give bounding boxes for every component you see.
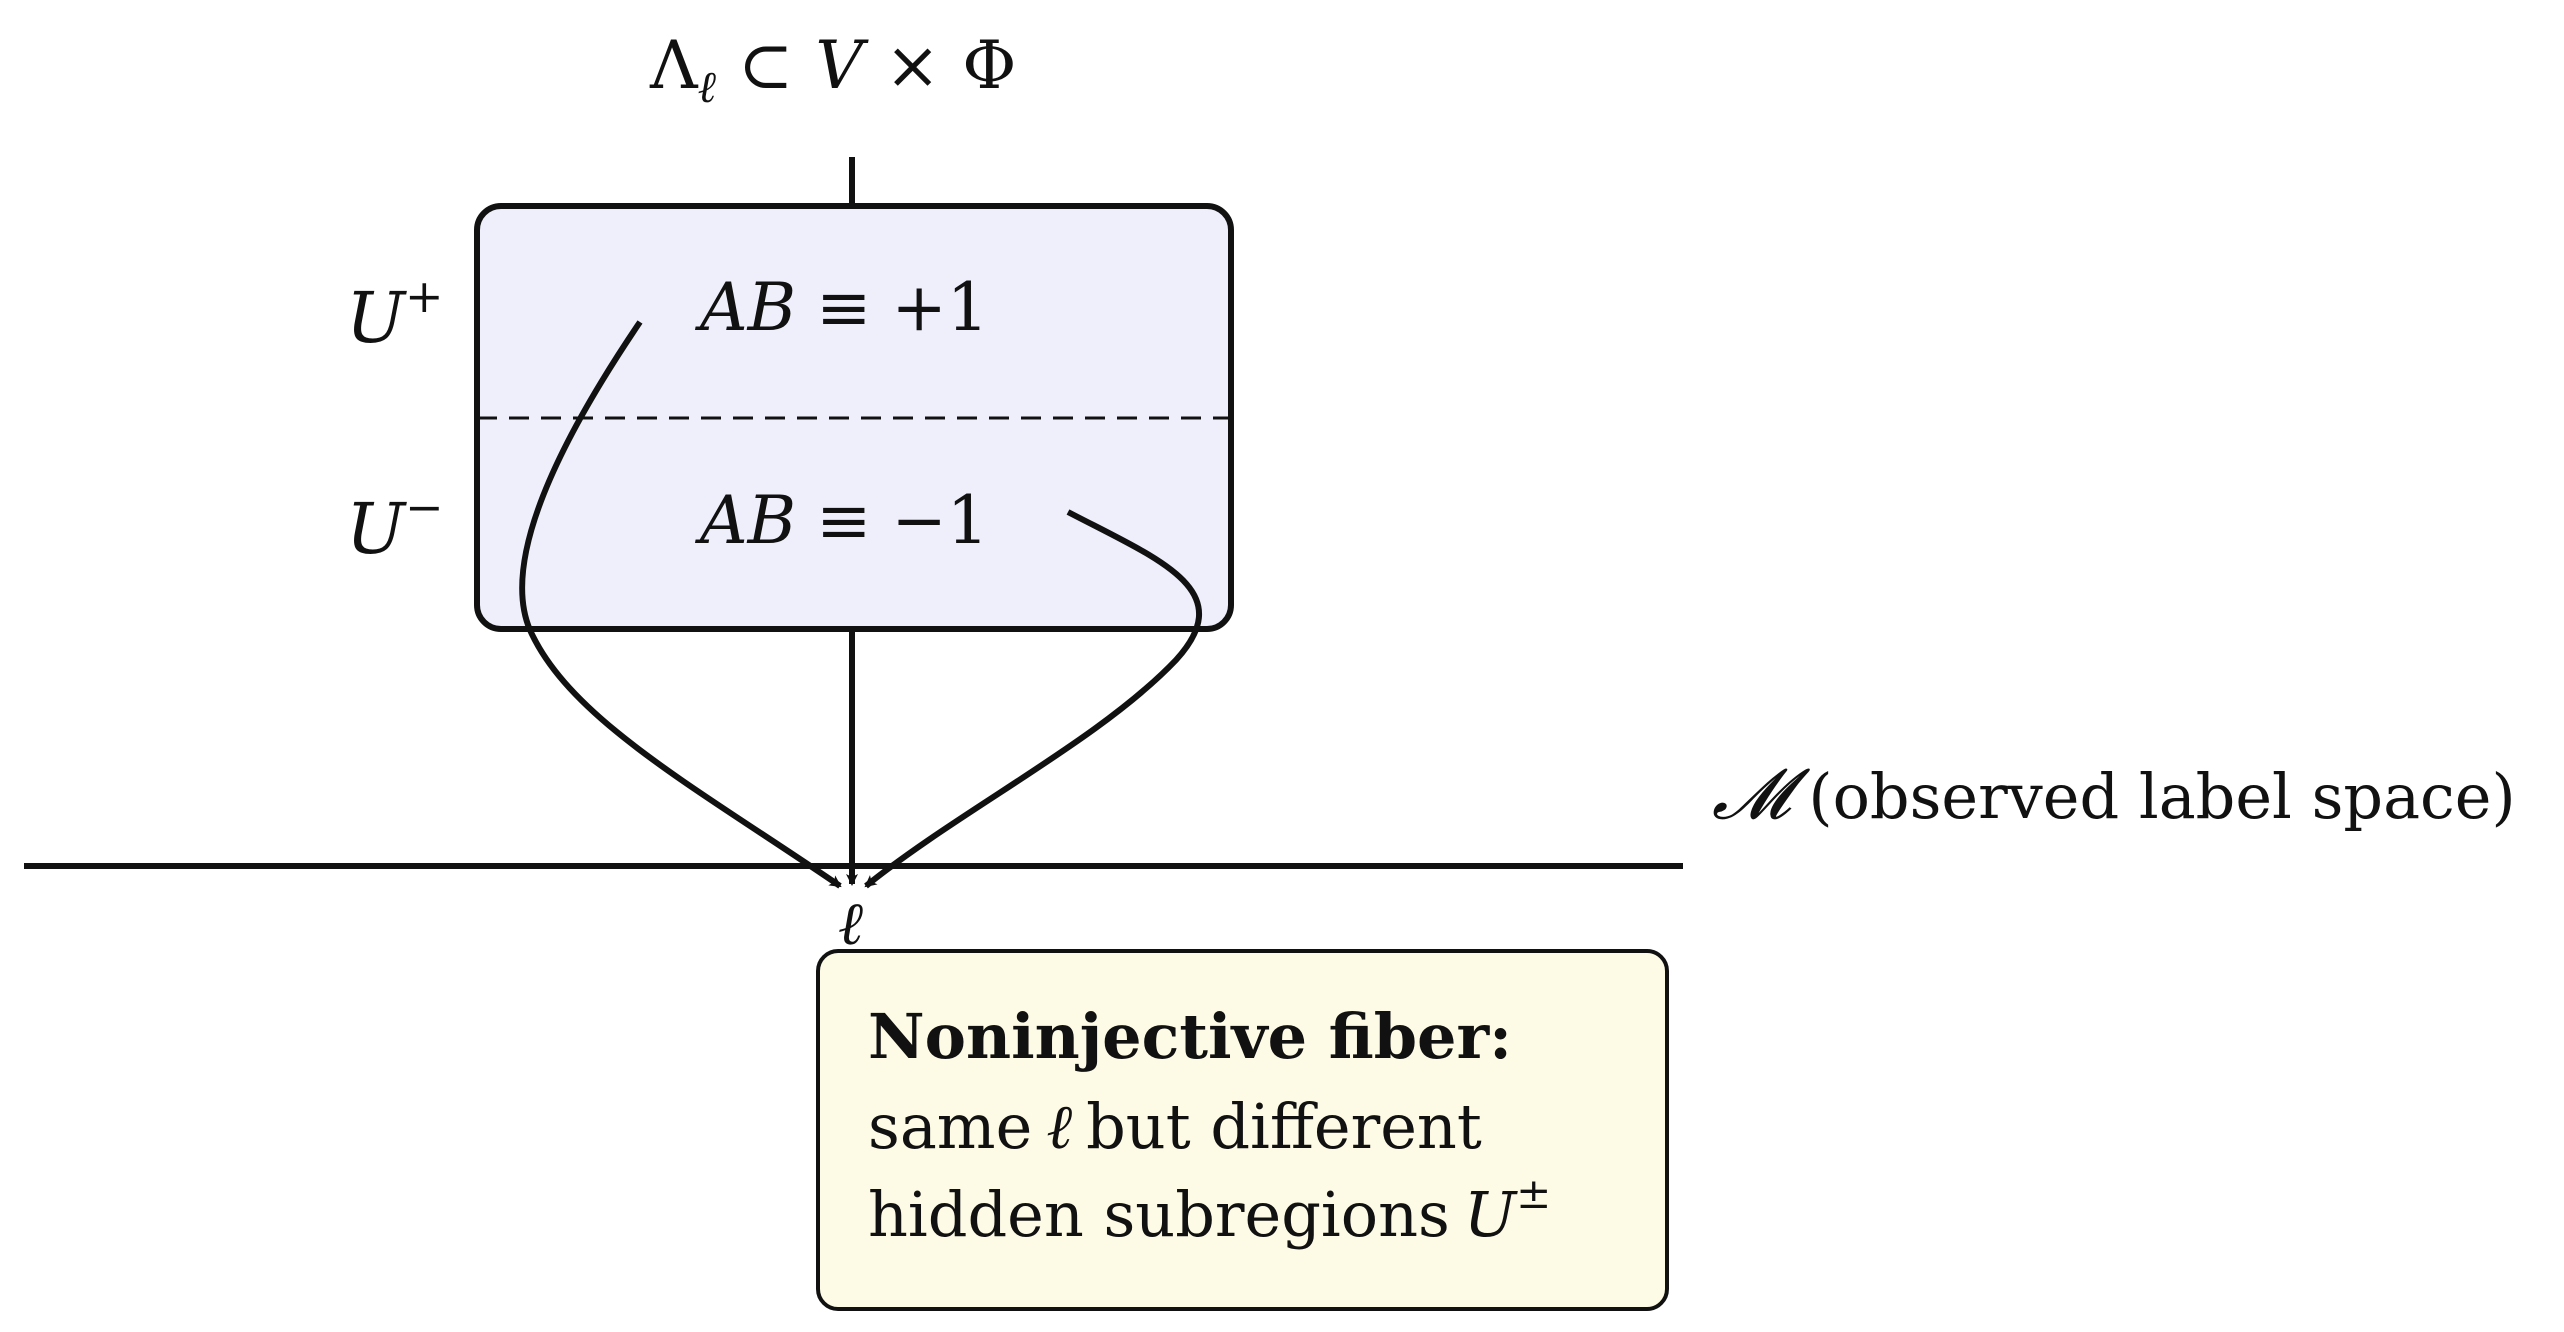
callout-box bbox=[816, 949, 1669, 1311]
lower-region-side-label: U− bbox=[346, 480, 444, 570]
lower-region-projection-arrow bbox=[864, 509, 1202, 889]
upper-region-side-label: U+ bbox=[346, 269, 444, 359]
label-space-axis-label: 𝓜(observed label space) bbox=[1712, 753, 2516, 835]
callout-title: Noninjective fiber: bbox=[868, 1000, 1512, 1073]
top-label: Λℓ⊂V×Φ bbox=[649, 27, 1016, 113]
fiber-point-label: ℓ bbox=[838, 889, 863, 959]
lower-region-equation: AB≡−1 bbox=[694, 482, 989, 559]
upper-region-projection-arrow bbox=[519, 320, 842, 889]
upper-region-equation: AB≡+1 bbox=[694, 269, 989, 346]
